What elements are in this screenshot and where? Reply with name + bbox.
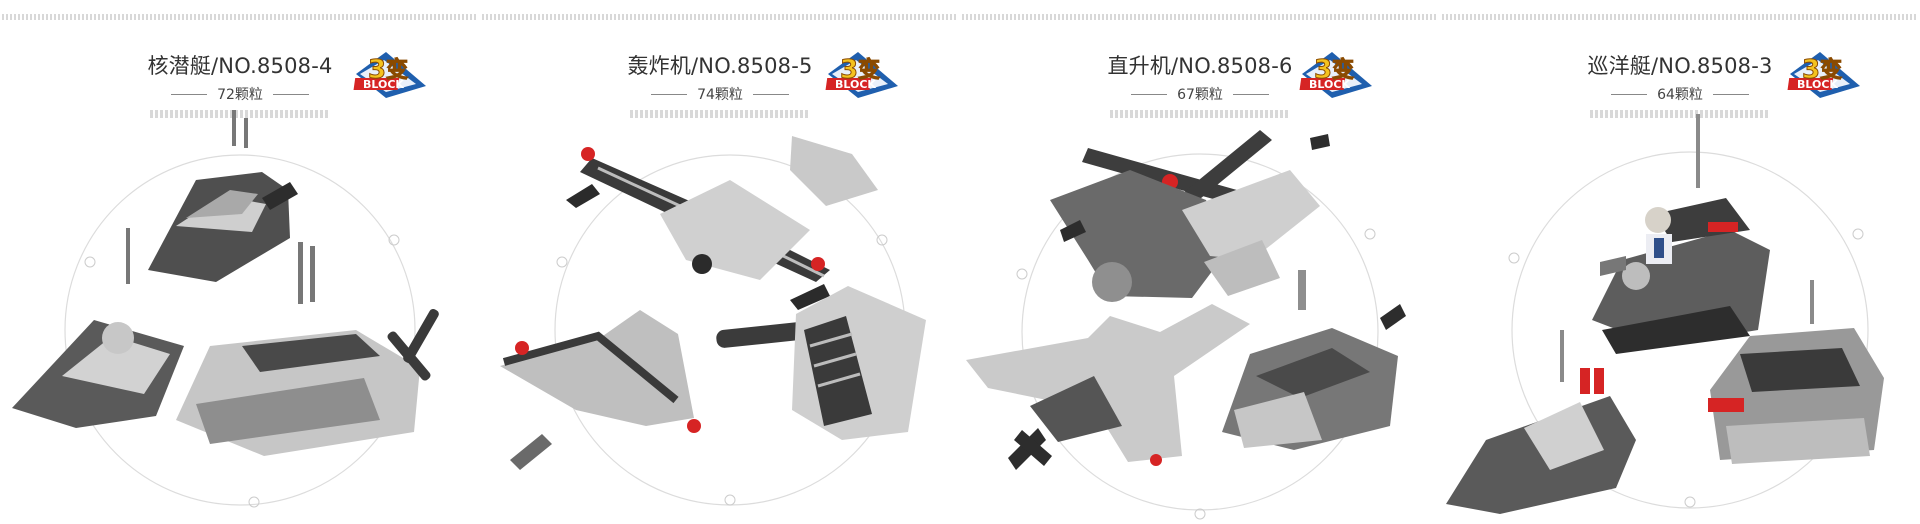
boat-model (12, 228, 184, 428)
divider-line (752, 93, 789, 95)
divider-line (1611, 93, 1648, 95)
minifigure (1645, 207, 1672, 264)
3-bian-block-logo: 3 变 BLOCK (1780, 44, 1862, 104)
divider-line (1232, 93, 1269, 95)
logo-number: 3 (1802, 55, 1820, 85)
logo-number: 3 (840, 55, 858, 85)
panel-bomber: 轰炸机/NO.8508-5 74颗粒 3 变 BLOCK (480, 0, 960, 524)
model-scene (966, 130, 1406, 520)
logo-char: 变 (386, 57, 408, 83)
plane-model (500, 310, 701, 470)
title-block: 巡洋艇/NO.8508-3 64颗粒 (1440, 50, 1920, 118)
product-title: 巡洋艇/NO.8508-3 (1587, 54, 1773, 78)
panel-submarine: 核潜艇/NO.8508-4 72颗粒 3 变 BLOCK (0, 0, 480, 524)
boat-model (1222, 270, 1406, 450)
logo-number: 3 (1314, 55, 1332, 85)
divider-line (272, 93, 309, 95)
logo-char: 变 (1332, 57, 1354, 83)
model-scene (12, 110, 439, 508)
logo-word: BLOCK (835, 78, 876, 91)
panel-cruiser: 巡洋艇/NO.8508-3 64颗粒 3 变 BLOCK (1440, 0, 1920, 524)
title-block: 核潜艇/NO.8508-4 72颗粒 (0, 50, 480, 118)
decorative-stripe (962, 14, 1438, 20)
tiny-caption (1110, 110, 1290, 118)
title-block: 轰炸机/NO.8508-5 74颗粒 (480, 50, 960, 118)
logo-word: BLOCK (363, 78, 404, 91)
decorative-stripe (2, 14, 478, 20)
brick-count: 67颗粒 (1177, 87, 1223, 103)
logo-char: 变 (858, 57, 880, 83)
divider-line (1712, 93, 1749, 95)
plane-model (566, 136, 878, 310)
model-scene (1446, 114, 1884, 514)
boat-model (1446, 330, 1636, 514)
panel-helicopter: 直升机/NO.8508-6 67颗粒 3 变 BLOCK (960, 0, 1440, 524)
3-bian-block-logo: 3 变 BLOCK (1292, 44, 1374, 104)
tiny-caption (1590, 110, 1770, 118)
brick-count: 64颗粒 (1657, 87, 1703, 103)
logo-char: 变 (1820, 57, 1842, 83)
3-bian-block-logo: 3 变 BLOCK (346, 44, 428, 104)
logo-number: 3 (368, 55, 386, 85)
divider-line (651, 93, 688, 95)
divider-line (1131, 93, 1168, 95)
submarine-model (148, 110, 298, 282)
product-title: 轰炸机/NO.8508-5 (627, 54, 813, 78)
title-block: 直升机/NO.8508-6 67颗粒 (960, 50, 1440, 118)
brick-count: 74颗粒 (697, 87, 743, 103)
3-bian-block-logo: 3 变 BLOCK (818, 44, 900, 104)
tiny-caption (630, 110, 810, 118)
logo-word: BLOCK (1797, 78, 1838, 91)
plane-model (966, 304, 1250, 470)
helicopter-model (1050, 130, 1330, 302)
decorative-stripe (1442, 14, 1918, 20)
logo-word: BLOCK (1309, 78, 1350, 91)
product-title: 核潜艇/NO.8508-4 (147, 54, 333, 78)
tiny-caption (150, 110, 330, 118)
divider-line (171, 93, 208, 95)
product-title: 直升机/NO.8508-6 (1107, 54, 1293, 78)
brick-count: 72颗粒 (217, 87, 263, 103)
boat-model (1708, 280, 1884, 464)
submarine-model (176, 242, 439, 456)
model-scene (500, 136, 926, 506)
cannon-model (716, 286, 926, 440)
decorative-stripe (482, 14, 958, 20)
boat-model (1592, 114, 1770, 354)
